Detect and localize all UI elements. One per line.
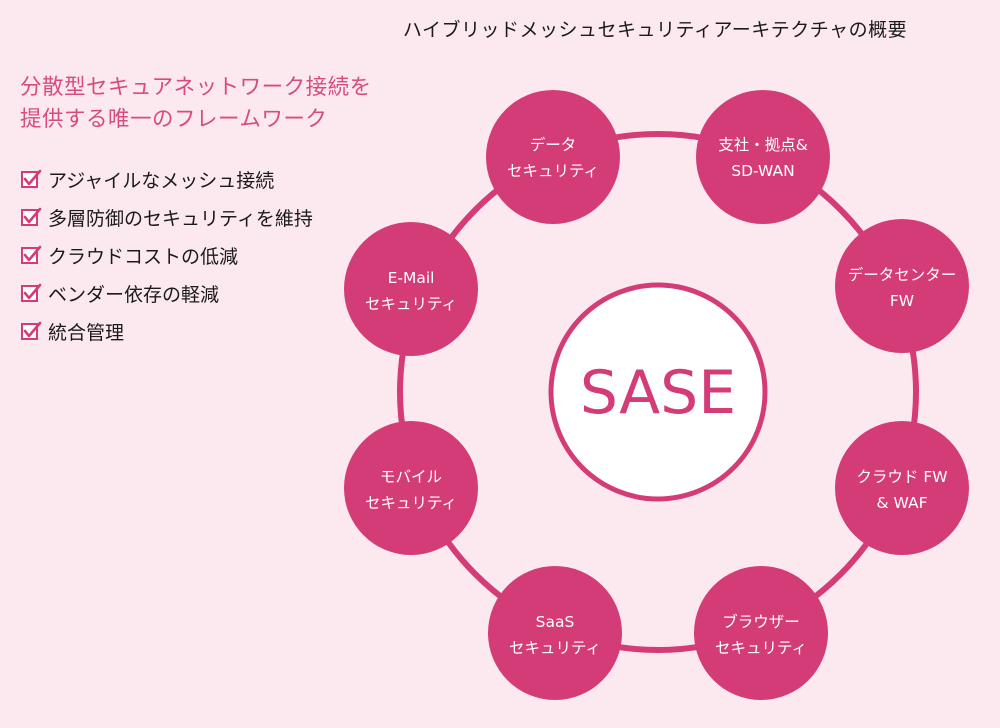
page-title: ハイブリッドメッシュセキュリティアーキテクチャの概要 [402, 19, 908, 41]
feature-label: アジャイルなメッシュ接続 [48, 169, 275, 192]
node-label: クラウド FW [856, 468, 947, 486]
feature-label: クラウドコストの低減 [48, 245, 239, 268]
node-label: 支社・拠点& [718, 136, 808, 154]
feature-label: 多層防御のセキュリティを維持 [48, 207, 313, 230]
node-label: ブラウザー [722, 612, 800, 631]
node-label: セキュリティ [507, 162, 599, 180]
node-label: データセンター [848, 265, 957, 284]
node-email-security: E-Mail セキュリティ [344, 222, 478, 356]
headline-line-2: 提供する唯一のフレームワーク [20, 107, 328, 132]
node-datacenter-fw: データセンター FW [835, 219, 969, 353]
node-saas-security: SaaS セキュリティ [488, 566, 622, 700]
headline-line-1: 分散型セキュアネットワーク接続を [20, 75, 372, 100]
checkbox-checked-icon [20, 206, 42, 228]
node-mobile-security: モバイル セキュリティ [344, 421, 478, 555]
node-label: & WAF [876, 494, 927, 512]
node-label: セキュリティ [365, 295, 457, 313]
node-browser-security: ブラウザー セキュリティ [694, 566, 828, 700]
node-label: データ [530, 135, 577, 154]
node-label: SaaS [536, 613, 575, 631]
feature-list: アジャイルなメッシュ接続 多層防御のセキュリティを維持 クラウドコストの低減 ベ… [20, 160, 313, 350]
headline: 分散型セキュアネットワーク接続を 提供する唯一のフレームワーク [20, 72, 372, 136]
feature-item: ベンダー依存の軽減 [20, 274, 313, 312]
feature-item: クラウドコストの低減 [20, 236, 313, 274]
feature-label: ベンダー依存の軽減 [48, 283, 220, 306]
checkbox-checked-icon [20, 320, 42, 342]
node-label: セキュリティ [509, 639, 601, 657]
node-data-security: データ セキュリティ [486, 90, 620, 224]
node-branch-sdwan: 支社・拠点& SD-WAN [696, 90, 830, 224]
node-label: SD-WAN [731, 162, 794, 180]
connection-ring [397, 131, 919, 653]
node-label: E-Mail [388, 269, 435, 287]
feature-item: 統合管理 [20, 312, 313, 350]
node-label: FW [890, 292, 914, 310]
center-circle [548, 282, 768, 502]
node-label: セキュリティ [365, 494, 457, 512]
node-cloud-fw-waf: クラウド FW & WAF [835, 421, 969, 555]
checkbox-checked-icon [20, 168, 42, 190]
node-label: セキュリティ [715, 639, 807, 657]
feature-item: アジャイルなメッシュ接続 [20, 160, 313, 198]
feature-item: 多層防御のセキュリティを維持 [20, 198, 313, 236]
center-label: SASE [580, 358, 736, 428]
checkbox-checked-icon [20, 244, 42, 266]
feature-label: 統合管理 [48, 321, 125, 344]
checkbox-checked-icon [20, 282, 42, 304]
node-label: モバイル [380, 468, 442, 486]
